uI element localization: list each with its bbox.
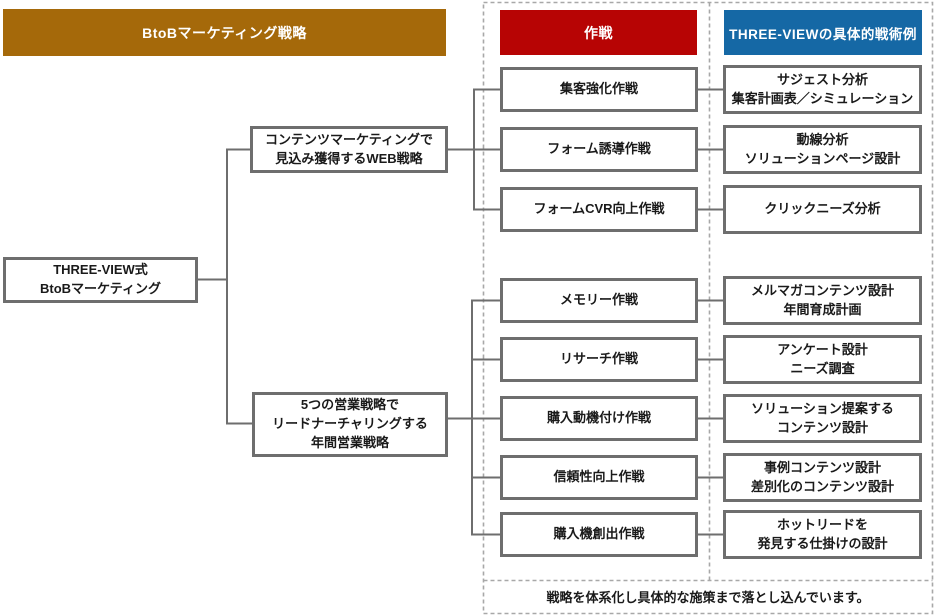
header-tactics-label: THREE-VIEWの具体的戦術例 [729,26,917,42]
node-three-view-root-line2: BtoBマーケティング [39,281,161,296]
node-web-strategy: コンテンツマーケティングで 見込み獲得するWEB戦略 [250,126,448,173]
node-tactic-6-line2: 差別化のコンテンツ設計 [750,478,894,494]
node-sales-strategy-line1: 5つの営業戦略で [300,397,400,413]
header-btob-marketing-strategy-label: BtoBマーケティング戦略 [142,24,307,41]
node-tactic-5-line2: コンテンツ設計 [776,419,868,435]
node-three-view-root: THREE-VIEW式 BtoBマーケティング [3,257,198,303]
node-operation-5: 購入動機付け作戦 [500,396,698,441]
node-tactic-3: メルマガコンテンツ設計 年間育成計画 [723,276,922,325]
header-operations-label: 作戦 [584,24,613,41]
node-tactic-0: サジェスト分析 集客計画表／シミュレーション [723,65,922,114]
node-operation-3: メモリー作戦 [500,278,698,323]
node-tactic-7-line1: ホットリードを [776,516,868,532]
node-three-view-root-line1: THREE-VIEW式 [53,262,148,278]
node-tactic-0-line1: サジェスト分析 [776,71,868,87]
header-tactics: THREE-VIEWの具体的戦術例 [724,10,922,55]
node-operation-1-label: フォーム誘導作戦 [547,141,651,157]
node-tactic-5: ソリューション提案する コンテンツ設計 [723,394,922,443]
dashed-panel-border [482,1,934,615]
node-operation-3-label: メモリー作戦 [559,292,638,308]
node-tactic-4-line2: ニーズ調査 [790,360,855,376]
node-web-strategy-line1: コンテンツマーケティングで [265,131,433,147]
node-operation-6: 信頼性向上作戦 [500,455,698,500]
header-operations: 作戦 [500,10,697,55]
node-operation-2-label: フォームCVR向上作戦 [533,201,665,217]
node-tactic-1: 動線分析 ソリューションページ設計 [723,125,922,174]
node-operation-7: 購入機創出作戦 [500,512,698,557]
node-operation-4-label: リサーチ作戦 [559,351,638,367]
node-operation-5-label: 購入動機付け作戦 [546,410,651,426]
node-tactic-0-line2: 集客計画表／シミュレーション [731,90,914,106]
node-sales-strategy-line2: リードナーチャリングする [272,416,428,432]
footer-note: 戦略を体系化し具体的な施策まで落とし込んでいます。 [483,582,933,610]
tree-connectors [197,88,724,536]
node-tactic-3-line2: 年間育成計画 [783,301,862,317]
node-tactic-7: ホットリードを 発見する仕掛けの設計 [723,510,922,559]
node-operation-1: フォーム誘導作戦 [500,127,698,172]
node-web-strategy-line2: 見込み獲得するWEB戦略 [275,150,423,166]
node-operation-6-label: 信頼性向上作戦 [553,469,645,485]
node-tactic-4: アンケート設計 ニーズ調査 [723,335,922,384]
node-tactic-2: クリックニーズ分析 [723,185,922,234]
node-tactic-1-line1: 動線分析 [796,131,849,147]
header-btob-marketing-strategy: BtoBマーケティング戦略 [3,9,446,56]
node-tactic-6: 事例コンテンツ設計 差別化のコンテンツ設計 [723,453,922,502]
node-tactic-3-line1: メルマガコンテンツ設計 [750,282,894,298]
node-tactic-6-line1: 事例コンテンツ設計 [763,459,881,475]
node-tactic-4-line1: アンケート設計 [777,341,868,357]
node-sales-strategy-line3: 年間営業戦略 [310,434,389,450]
node-tactic-2-line1: クリックニーズ分析 [764,201,881,217]
node-tactic-5-line1: ソリューション提案する [751,400,894,416]
footer-note-text: 戦略を体系化し具体的な施策まで落とし込んでいます。 [546,589,870,605]
node-tactic-1-line2: ソリューションページ設計 [744,150,901,166]
node-tactic-7-line2: 発見する仕掛けの設計 [757,535,888,551]
node-operation-7-label: 購入機創出作戦 [553,526,645,542]
node-operation-2: フォームCVR向上作戦 [500,187,698,232]
node-operation-0-label: 集客強化作戦 [559,81,638,97]
node-operation-0: 集客強化作戦 [500,67,698,112]
node-operation-4: リサーチ作戦 [500,337,698,382]
node-sales-strategy: 5つの営業戦略で リードナーチャリングする 年間営業戦略 [252,392,448,457]
